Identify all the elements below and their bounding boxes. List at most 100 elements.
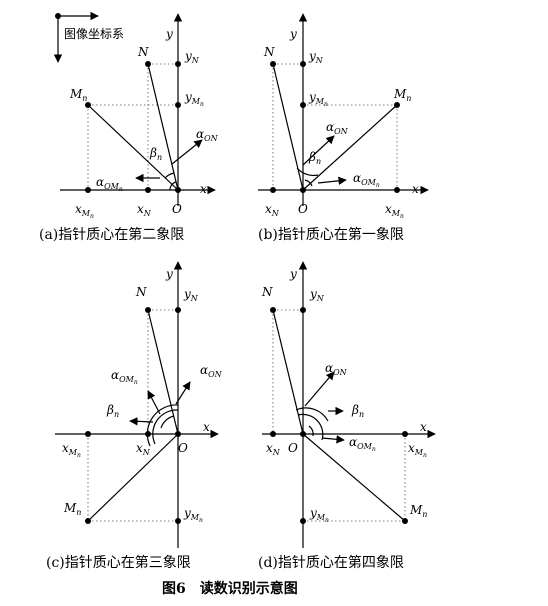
math-label: βn	[308, 150, 321, 166]
point-marker	[175, 61, 181, 67]
segment-line	[147, 63, 179, 191]
label-labels-M: M	[409, 503, 423, 517]
label-labels-N: N	[142, 448, 151, 457]
math-label: Mn	[409, 503, 427, 519]
point-marker	[300, 518, 306, 524]
point-marker	[270, 61, 276, 67]
label-labels-M: M	[414, 448, 424, 457]
math-label: Mn	[63, 501, 81, 517]
point-marker	[145, 61, 151, 67]
caption-d: (d)指针质心在第四象限	[258, 554, 404, 571]
point-marker	[300, 102, 306, 108]
point-marker	[270, 431, 276, 437]
segment-line	[147, 309, 179, 435]
label-labels-alpha: α	[353, 171, 361, 185]
point-marker	[85, 431, 91, 437]
point-marker	[270, 187, 276, 193]
label-labels-alpha: α	[325, 361, 333, 375]
label-labels-n: n	[200, 101, 204, 108]
label-labels-y: y	[184, 49, 192, 63]
label-labels-x: x	[136, 441, 143, 455]
panel-a: y x O N yN yMn Mn αON βn αOMn xMn xN (a)…	[39, 13, 219, 243]
label-labels-n: n	[157, 153, 162, 162]
math-label: xMn	[75, 202, 94, 220]
label-labels-x: x	[266, 441, 273, 455]
math-label: xMn	[408, 441, 427, 459]
label-labels-OM: OM	[357, 442, 373, 451]
point-marker	[85, 187, 91, 193]
label-labels-alpha: α	[196, 127, 204, 141]
arrow-line	[129, 417, 154, 426]
label-labels-alpha: α	[96, 175, 104, 189]
label-labels-x: x	[408, 441, 415, 455]
label-labels-n: n	[324, 101, 328, 108]
label-labels-beta: β	[149, 146, 157, 160]
point-marker	[300, 187, 306, 193]
segment-line	[302, 433, 406, 522]
arrow-line	[175, 381, 191, 405]
point-marker	[300, 431, 306, 437]
label-labels-x: x	[137, 202, 144, 216]
math-label: αOMn	[111, 368, 138, 386]
label-labels-n: n	[406, 94, 411, 103]
label-labels-N: N	[191, 56, 200, 65]
label-labels-y: y	[289, 267, 297, 281]
point-marker	[175, 431, 181, 437]
math-label: xMn	[385, 202, 404, 220]
panel-b: y x O N yN yMn Mn αON βn αOMn xN xMn (b)…	[258, 13, 429, 243]
caption-b: (b)指针质心在第一象限	[258, 226, 404, 243]
panel-d: y x O N yN yMn Mn αON βn αOMn xN xMn (d)…	[258, 261, 436, 571]
math-label: yN	[308, 49, 324, 65]
angle-arc	[152, 409, 179, 445]
label-labels-N: N	[261, 285, 273, 299]
point-marker	[145, 187, 151, 193]
math-label: yN	[183, 287, 199, 303]
label-labels-alpha: α	[200, 363, 208, 377]
math-label: xMn	[62, 441, 81, 459]
label-labels-M: M	[393, 87, 407, 101]
point-marker	[402, 431, 408, 437]
segment-line	[272, 309, 304, 435]
label-labels-n: n	[325, 517, 329, 524]
label-labels-M: M	[190, 513, 200, 522]
label-labels-OM: OM	[361, 178, 377, 187]
label-labels-OM: OM	[119, 375, 135, 384]
label-labels-O: O	[172, 202, 182, 216]
math-label: βn	[351, 403, 364, 419]
angle-arc	[308, 425, 314, 437]
point-marker	[270, 307, 276, 313]
label-labels-M: M	[68, 448, 78, 457]
math-label: yMn	[183, 506, 203, 524]
label-labels-ON: ON	[334, 127, 349, 136]
label-labels-N: N	[315, 56, 324, 65]
label-labels-alpha: α	[326, 120, 334, 134]
math-label: xN	[136, 441, 151, 457]
math-label: yN	[184, 49, 200, 65]
label-labels-y: y	[183, 506, 191, 520]
label-labels-n: n	[199, 517, 203, 524]
math-label: xN	[137, 202, 152, 218]
angle-arc	[304, 179, 313, 187]
label-labels-y: y	[289, 27, 297, 41]
label-labels-n: n	[90, 213, 94, 220]
segment-line	[87, 104, 179, 191]
label-labels-alpha: α	[111, 368, 119, 382]
label-labels-n: n	[82, 94, 87, 103]
label-labels-ON: ON	[204, 134, 219, 143]
angle-arc	[295, 407, 329, 422]
label-labels-n: n	[372, 446, 376, 453]
label-labels-O: O	[298, 202, 308, 216]
segment-line	[272, 63, 304, 191]
point-marker	[85, 518, 91, 524]
label-labels-n: n	[400, 213, 404, 220]
label-labels-y: y	[183, 287, 191, 301]
legend-text: 图像坐标系	[64, 27, 124, 41]
arrow-line	[304, 371, 335, 407]
math-label: αON	[200, 363, 223, 379]
label-labels-n: n	[76, 508, 81, 517]
math-label: αON	[325, 361, 348, 377]
angle-arc	[160, 415, 175, 429]
point-marker	[394, 187, 400, 193]
label-labels-M: M	[69, 87, 83, 101]
point-marker	[300, 307, 306, 313]
